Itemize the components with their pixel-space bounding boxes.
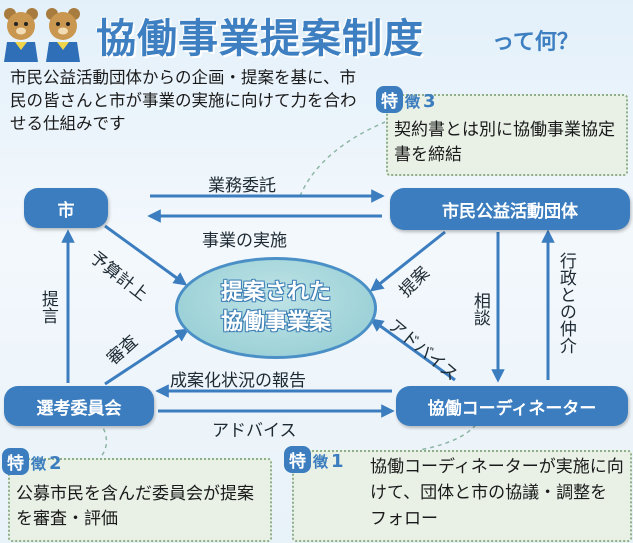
feature-number: 1 — [331, 451, 344, 472]
arrow-proposal-center — [369, 230, 446, 292]
feature-number: 3 — [423, 91, 436, 112]
intro-text: 市民公益活動団体からの企画・提案を基に、市民の皆さんと市が事業の実施に向けて力を… — [10, 68, 357, 133]
feature-badge-3: 特 徴 3 — [376, 86, 436, 113]
feature-text-3: 契約書とは別に協働事業協定書を締結 — [394, 120, 615, 165]
feature-mark: 特 — [284, 446, 311, 473]
label-consultation: 相談 — [469, 292, 490, 326]
label-proposal-committee: 提言 — [37, 290, 58, 324]
node-group: 市民公益活動団体 — [390, 188, 630, 230]
feature2-leader — [94, 414, 108, 459]
feature-number: 2 — [49, 453, 62, 474]
page-subtitle: って何？ — [492, 30, 579, 55]
label-implementation: 事業の実施 — [202, 231, 287, 251]
arrow-review — [104, 328, 190, 386]
page-title: 協働事業提案制度 — [96, 16, 424, 62]
node-committee: 選考委員会 — [4, 386, 154, 426]
center-line-2: 協働事業案 — [220, 310, 331, 335]
feature-text-2: 公募市民を含んだ委員会が提案を審査・評価 — [16, 484, 254, 529]
label-consignment: 業務委託 — [208, 176, 276, 196]
label-advice-committee: アドバイス — [212, 421, 297, 441]
center-line-1: 提案された — [220, 280, 331, 305]
feature-kanji: 徴 — [31, 455, 47, 473]
label-report: 成案化状況の報告 — [170, 371, 306, 391]
feature-badge-1: 特 徴 1 — [284, 446, 344, 473]
feature-text-1: 協働コーディネーターが実施に向けて、団体と市の協議・調整をフォロー — [370, 457, 624, 529]
feature-box-1 — [292, 450, 632, 542]
arrow-budget — [104, 224, 188, 286]
arrow-advice-center — [369, 318, 456, 382]
bear-mascot-icon — [46, 8, 80, 62]
label-mediation: 行政との仲介 — [555, 252, 576, 354]
feature-box-2 — [8, 458, 272, 542]
feature-mark: 特 — [376, 86, 403, 113]
feature3-leader — [299, 121, 386, 197]
bear-mascot-icon — [4, 8, 38, 62]
feature-kanji: 徴 — [313, 453, 329, 471]
feature-box-3 — [386, 94, 628, 176]
feature-badge-2: 特 徴 2 — [2, 448, 62, 475]
feature-mark: 特 — [2, 448, 29, 475]
feature-kanji: 徴 — [405, 93, 421, 111]
node-city: 市 — [24, 188, 108, 228]
center-proposal-node: 提案された 協働事業案 — [175, 257, 377, 359]
node-coordinator: 協働コーディネーター — [396, 386, 628, 426]
